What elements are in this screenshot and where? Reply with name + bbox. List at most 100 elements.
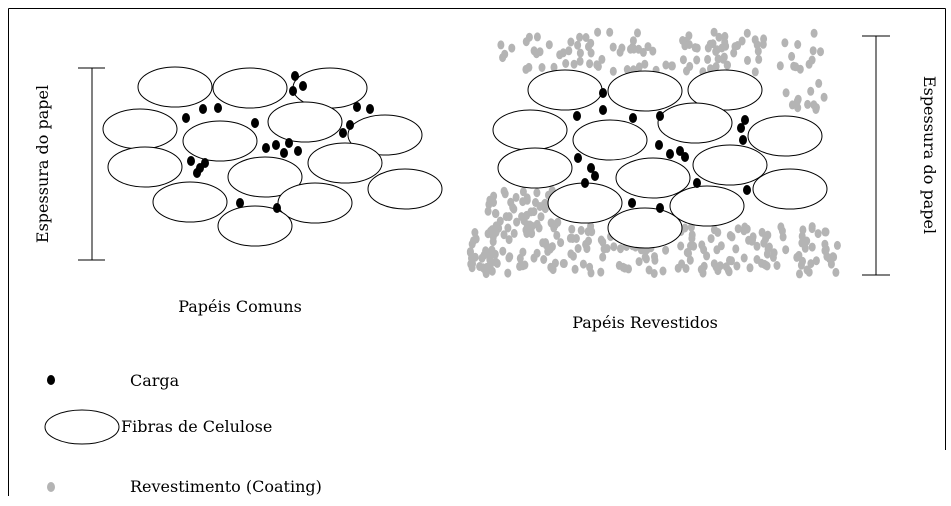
coating-dot <box>615 260 623 270</box>
coating-dot <box>685 31 693 41</box>
coating-dot <box>790 61 798 71</box>
coating-dot <box>799 256 806 266</box>
coating-dot <box>649 46 657 56</box>
coating-dot <box>533 219 541 229</box>
coating-dot <box>755 54 763 64</box>
coating-dot <box>597 267 605 277</box>
filler-dot <box>214 103 222 113</box>
coating-dot <box>571 264 579 274</box>
filler-dot <box>743 185 751 195</box>
coating-dot <box>484 206 492 216</box>
coating-dot <box>699 268 707 278</box>
coating-dot <box>713 45 721 55</box>
coating-dot <box>574 244 582 253</box>
frame <box>8 8 946 496</box>
coating-dot <box>808 242 816 252</box>
fiber-ellipse <box>347 114 423 156</box>
coating-dot <box>810 28 818 38</box>
coating-dot <box>470 236 477 246</box>
fiber-ellipse <box>607 207 683 249</box>
filler-dot <box>353 102 361 112</box>
fiber-ellipse <box>657 102 733 144</box>
filler-dot <box>591 171 599 181</box>
coating-dot <box>547 218 555 228</box>
fiber-ellipse <box>547 182 623 224</box>
fiber-ellipse <box>752 168 828 210</box>
coating-dot <box>753 241 761 251</box>
right-panel: Espessura do papel Papéis Revestidos <box>466 27 939 332</box>
fiber-ellipse <box>307 142 383 184</box>
coating-dot <box>682 264 690 273</box>
right-thickness-bracket <box>862 35 890 276</box>
coating-dot <box>746 263 754 273</box>
fiber-ellipse <box>217 205 293 247</box>
coating-dot <box>525 32 533 42</box>
coating-dot <box>803 265 811 275</box>
fiber-ellipse <box>277 182 353 224</box>
filler-dot <box>587 163 595 173</box>
filler-dot <box>366 104 374 114</box>
filler-dot <box>681 152 689 162</box>
coating-dot <box>733 261 741 271</box>
coating-dot <box>491 208 499 218</box>
coating-dot <box>499 246 507 256</box>
coating-dot <box>710 259 718 269</box>
coating-dot <box>758 227 766 237</box>
coating-dot <box>634 28 641 38</box>
coating-dot <box>488 225 496 235</box>
coating-dot <box>593 60 601 70</box>
filler-dot <box>196 163 204 173</box>
coating-dot <box>724 60 731 70</box>
coating-dot <box>817 47 824 57</box>
coating-dot <box>738 36 746 46</box>
coating-dot <box>814 229 822 239</box>
coating-dot <box>693 55 701 65</box>
coating-dot <box>526 220 534 230</box>
fiber-ellipse <box>497 147 573 189</box>
legend: Carga Fibras de Celulose Revestimento (C… <box>44 371 322 496</box>
fiber-ellipse <box>107 146 183 188</box>
coating-dot <box>722 262 730 272</box>
coating-dot <box>479 263 487 273</box>
legend-item-fibras: Fibras de Celulose <box>44 409 272 445</box>
coating-dot <box>468 263 476 273</box>
coating-dot <box>715 32 723 42</box>
coating-dot <box>794 103 802 113</box>
coating-dot <box>485 199 493 209</box>
coating-dot <box>582 33 590 42</box>
coating-dot <box>770 248 778 258</box>
legend-label-revestimento: Revestimento (Coating) <box>130 477 322 496</box>
coating-dot <box>749 235 756 245</box>
coating-dot <box>820 92 828 102</box>
filler-dot <box>273 203 281 213</box>
coating-dot <box>500 186 508 196</box>
filler-dot <box>346 120 354 130</box>
coating-dot <box>712 62 720 71</box>
left-fibers <box>102 66 443 247</box>
coating-dot <box>533 188 541 198</box>
coating-dot <box>779 232 787 242</box>
coating-dot <box>603 244 611 253</box>
coating-dot <box>753 40 761 50</box>
left-thickness-label: Espessura do papel <box>33 85 52 243</box>
coating-dot <box>804 99 812 109</box>
coating-dot <box>570 59 578 69</box>
coating-dot <box>618 43 626 53</box>
filler-dot <box>339 128 347 138</box>
coating-dot <box>740 253 748 263</box>
fiber-ellipse <box>572 119 648 161</box>
coating-dot <box>508 43 516 53</box>
coating-dot <box>683 66 690 76</box>
coating-dot <box>805 59 813 69</box>
coating-dot <box>668 61 676 71</box>
coating-dot <box>609 42 617 52</box>
fiber-ellipse <box>227 156 303 198</box>
coating-dot <box>519 187 527 197</box>
coating-dot <box>686 255 694 265</box>
coating-dot <box>809 46 817 56</box>
coating-dot <box>492 257 499 267</box>
coating-dot <box>807 259 815 269</box>
coating-dot <box>521 260 529 270</box>
coating-dot <box>587 48 595 58</box>
left-panel: Espessura do papel Papéis Comuns <box>33 66 443 316</box>
